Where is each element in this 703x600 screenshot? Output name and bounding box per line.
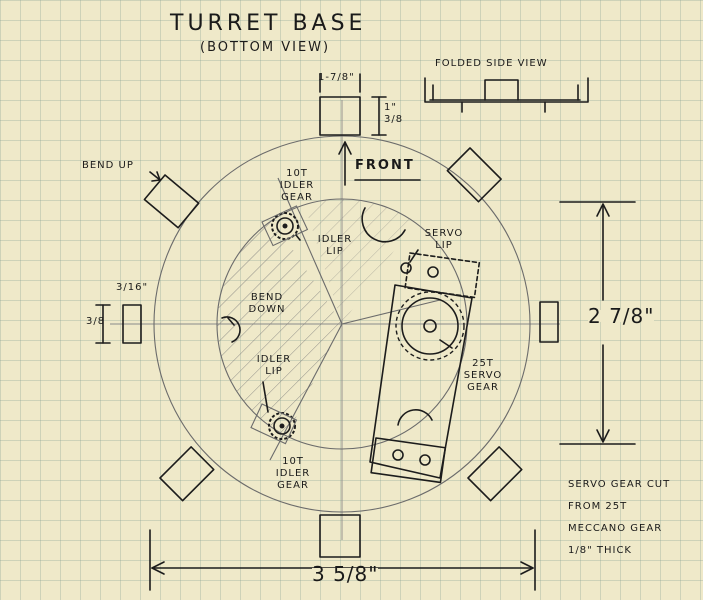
spoke-lower [269,323,343,461]
tab-lower-left [159,446,215,502]
idler-lip-bottom-label: IDLER LIP [256,354,292,377]
servo-gear-note: SERVO GEAR CUT FROM 25T MECCANO GEAR 1/8… [568,479,671,556]
servo-plate [369,252,481,484]
tab-upper-left [143,174,200,229]
servo-gear [395,291,465,361]
spoke-upper [277,177,343,325]
top-height-dimension: 1" 3/8 [384,102,404,125]
idler-gear-bottom [250,403,298,445]
drawing-title: TURRET BASE [170,11,367,36]
tab-bottom [319,514,361,558]
servo-lip-top [404,252,481,299]
servo-gear-label: 25T SERVO GEAR [463,358,503,393]
rim-tabs [122,96,559,558]
servo-lip-bottom [370,437,447,484]
bend-down-cutout [221,316,241,343]
front-arrow [338,141,421,186]
top-width-dimension: 1-7/8" [318,72,355,83]
outer-ring [153,135,531,513]
right-dimension: 2 7/8" [588,304,655,328]
leader-arrows [149,171,453,413]
right-dimension-lines [559,201,636,445]
bend-down-label: BEND DOWN [248,292,286,315]
hatched-region [217,199,430,449]
servo-lip-label: SERVO LIP [424,228,464,251]
left-dimension-lines [95,304,111,344]
left-width-dimension: 3/8 [86,316,106,327]
folded-side-view-label: FOLDED SIDE VIEW [435,58,548,69]
bend-up-label: BEND UP [82,160,134,171]
tab-lower-right [467,446,523,502]
front-label: FRONT [355,158,415,173]
idler-lip-top-label: IDLER LIP [317,234,353,257]
tab-left [122,304,142,344]
tab-upper-right [446,147,502,203]
folded-side-view-sketch [424,77,589,113]
top-lip-cutout [361,207,406,243]
idler-gear-top-label: 10T IDLER GEAR [279,168,315,203]
idler-gear-top [261,205,309,247]
left-height-dimension: 3/16" [116,282,149,293]
bottom-dimension: 3 5/8" [312,562,379,586]
drawing-subtitle: (BOTTOM VIEW) [200,40,331,55]
idler-gear-bottom-label: 10T IDLER GEAR [275,456,311,491]
tab-top [319,96,361,136]
top-dimension-lines [319,73,387,136]
tab-right [539,301,559,343]
